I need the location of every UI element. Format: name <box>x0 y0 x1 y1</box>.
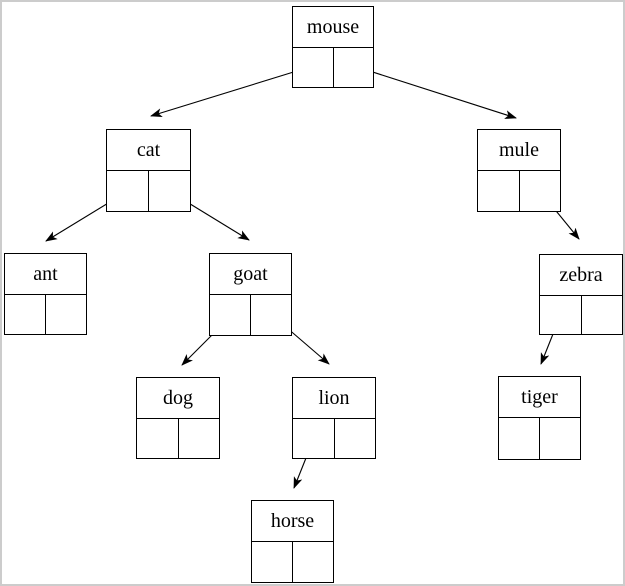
tree-node-tiger: tiger <box>498 376 581 460</box>
left-pointer-cell <box>5 295 46 334</box>
node-pointer-row <box>5 295 86 334</box>
edge-mouse-left-cat <box>150 65 314 118</box>
node-pointer-row <box>252 542 333 582</box>
right-pointer-cell <box>251 295 291 335</box>
left-pointer-cell <box>107 171 149 211</box>
left-pointer-cell <box>499 418 540 459</box>
right-pointer-cell <box>46 295 86 334</box>
tree-node-ant: ant <box>4 253 87 335</box>
right-pointer-cell <box>149 171 190 211</box>
right-pointer-cell <box>582 296 623 334</box>
node-label: cat <box>107 130 190 171</box>
right-pointer-cell <box>540 418 580 459</box>
node-pointer-row <box>293 48 373 87</box>
right-pointer-cell <box>334 48 374 87</box>
node-label: horse <box>252 501 333 542</box>
left-pointer-cell <box>540 296 582 334</box>
node-pointer-row <box>293 419 375 458</box>
right-pointer-cell <box>293 542 333 582</box>
node-pointer-row <box>210 295 291 335</box>
node-label: tiger <box>499 377 580 418</box>
right-pointer-cell <box>520 171 561 211</box>
node-label: ant <box>5 254 86 295</box>
node-label: zebra <box>540 255 622 296</box>
tree-node-lion: lion <box>292 377 376 459</box>
node-pointer-row <box>499 418 580 459</box>
edge-mouse-right-mule <box>353 65 517 119</box>
node-pointer-row <box>540 296 622 334</box>
left-pointer-cell <box>137 419 179 458</box>
tree-node-goat: goat <box>209 253 292 336</box>
tree-node-zebra: zebra <box>539 254 623 335</box>
node-label: dog <box>137 378 219 419</box>
left-pointer-cell <box>293 48 334 87</box>
tree-node-dog: dog <box>136 377 220 459</box>
left-pointer-cell <box>252 542 293 582</box>
tree-node-cat: cat <box>106 129 191 212</box>
right-pointer-cell <box>335 419 376 458</box>
right-pointer-cell <box>179 419 220 458</box>
left-pointer-cell <box>293 419 335 458</box>
node-pointer-row <box>478 171 560 211</box>
node-pointer-row <box>107 171 190 211</box>
left-pointer-cell <box>210 295 251 335</box>
node-label: mule <box>478 130 560 171</box>
node-label: mouse <box>293 7 373 48</box>
node-pointer-row <box>137 419 219 458</box>
tree-node-horse: horse <box>251 500 334 583</box>
left-pointer-cell <box>478 171 520 211</box>
tree-node-mouse: mouse <box>292 6 374 88</box>
node-label: goat <box>210 254 291 295</box>
node-label: lion <box>293 378 375 419</box>
tree-node-mule: mule <box>477 129 561 212</box>
